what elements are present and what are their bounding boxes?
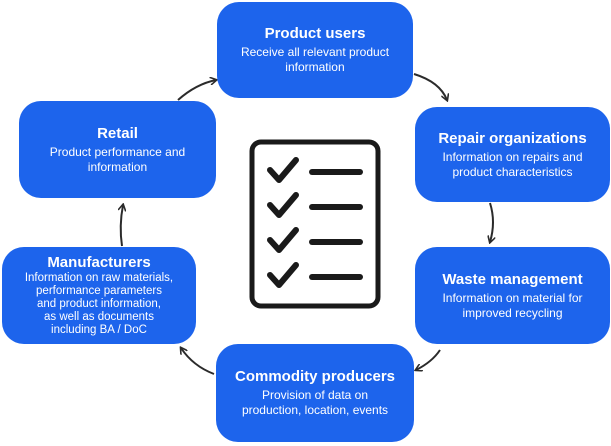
node-manufacturers-title: Manufacturers [47,254,151,271]
arrow-retail-to-product-users [177,80,216,101]
node-repair-organizations-title: Repair organizations [438,129,587,147]
arrow-manufacturers-to-retail [121,205,123,247]
node-waste-management: Waste management Information on material… [415,247,610,344]
checklist-icon [249,139,381,309]
node-commodity-producers-title: Commodity producers [234,368,396,385]
node-waste-management-title: Waste management [442,270,583,288]
node-manufacturers-description: Information on raw materials, performanc… [24,272,174,336]
node-retail-description: Product performance and information [49,144,186,174]
node-commodity-producers-description: Provision of data on production, locatio… [241,388,389,417]
arrow-product-users-to-repair [413,73,447,100]
node-retail: Retail Product performance and informati… [19,101,216,198]
node-commodity-producers: Commodity producers Provision of data on… [216,344,414,442]
node-product-users-description: Receive all relevant product information [240,45,390,74]
node-retail-title: Retail [97,124,138,142]
node-repair-organizations: Repair organizations Information on repa… [415,107,610,202]
node-waste-management-description: Information on material for improved rec… [442,290,583,320]
node-repair-organizations-description: Information on repairs and product chara… [442,149,583,179]
node-product-users-title: Product users [264,25,366,42]
node-product-users: Product users Receive all relevant produ… [217,2,413,98]
arrow-repair-to-waste [490,202,493,242]
node-manufacturers: Manufacturers Information on raw materia… [2,247,196,344]
arrow-commodity-to-manufacturers [181,348,215,375]
arrow-waste-to-commodity [416,349,441,370]
